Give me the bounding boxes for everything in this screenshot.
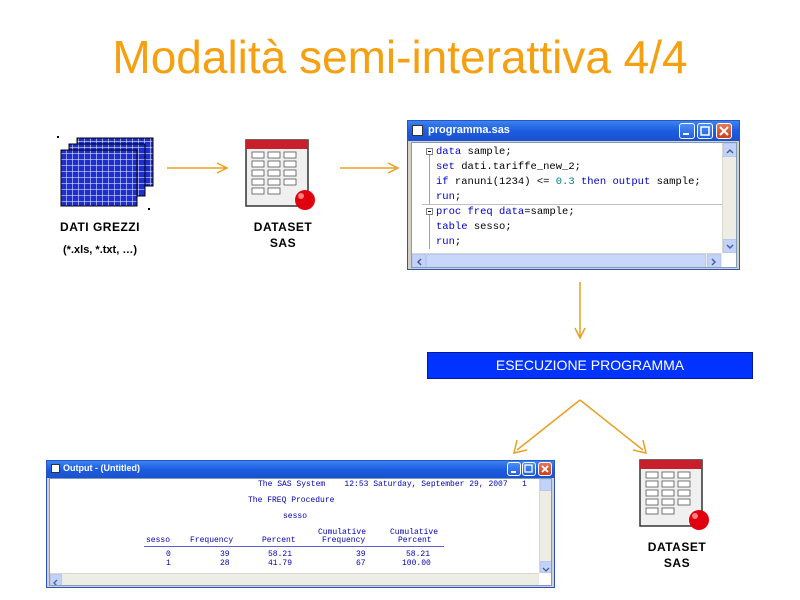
minimize-icon: [511, 471, 516, 473]
code-line-4: run;: [436, 191, 462, 203]
output-scroll-up-button[interactable]: [540, 479, 551, 491]
row-0-sesso: 0: [166, 550, 171, 559]
close-icon: [541, 465, 549, 473]
execution-banner: ESECUZIONE PROGRAMMA: [427, 352, 753, 379]
col-cumpct-line2: Percent: [398, 536, 432, 545]
output-dataset-label-line1: DATASET: [647, 540, 707, 554]
maximize-icon: [524, 464, 533, 473]
col-percent: Percent: [262, 536, 296, 545]
row-0-frequency: 39: [220, 550, 230, 559]
output-variable: sesso: [283, 512, 308, 521]
close-button[interactable]: [716, 123, 732, 139]
code-line-3: if ranuni(1234) <= 0.3 then output sampl…: [436, 176, 701, 188]
chevron-left-icon: [416, 258, 422, 266]
code-line-5: proc freq data=sample;: [436, 206, 575, 218]
fold-toggle-proc-step[interactable]: [426, 208, 433, 215]
row-1-frequency: 28: [220, 559, 230, 568]
output-maximize-button[interactable]: [522, 462, 536, 476]
arrow-program-to-execution: [574, 282, 586, 340]
fold-toggle-data-step[interactable]: [426, 148, 433, 155]
arrows-execution-to-outputs: [512, 399, 648, 455]
chevron-left-icon: [53, 579, 58, 585]
raw-data-label: DATI GREZZI: [60, 220, 140, 234]
output-scroll-left-button[interactable]: [50, 574, 62, 585]
editor-horizontal-scrollbar[interactable]: [412, 253, 722, 267]
row-0-percent: 58.21: [268, 550, 293, 559]
minimize-icon: [683, 133, 689, 135]
scroll-left-button[interactable]: [412, 254, 426, 267]
output-dataset-label-line2: SAS: [663, 556, 691, 570]
arrow-dataset-to-program: [340, 162, 400, 174]
output-app-icon: [51, 464, 60, 473]
editor-titlebar[interactable]: programma.sas: [408, 121, 739, 141]
output-horizontal-scrollbar[interactable]: [50, 573, 539, 585]
output-window: Output - (Untitled) The SAS System 12:53…: [46, 460, 555, 588]
sas-dataset-output-icon: [639, 459, 709, 530]
minimize-button[interactable]: [679, 123, 695, 139]
col-sesso: sesso: [146, 536, 171, 545]
chevron-up-icon: [726, 148, 734, 154]
output-procedure: The FREQ Procedure: [248, 496, 335, 505]
row-1-cumpct: 100.00: [402, 559, 431, 568]
output-text-area[interactable]: The SAS System 12:53 Saturday, September…: [49, 478, 552, 586]
scroll-thumb[interactable]: [426, 254, 706, 267]
output-vertical-scrollbar[interactable]: [539, 479, 551, 573]
scroll-up-button[interactable]: [723, 143, 736, 157]
output-scroll-down-button[interactable]: [540, 561, 551, 573]
output-header: The SAS System 12:53 Saturday, September…: [258, 480, 527, 489]
dataset-label-line1: DATASET: [253, 220, 313, 234]
row-0-cumfreq: 39: [356, 550, 366, 559]
row-1-sesso: 1: [166, 559, 171, 568]
editor-title: programma.sas: [428, 124, 510, 136]
output-titlebar[interactable]: Output - (Untitled): [47, 461, 554, 478]
col-frequency: Frequency: [190, 536, 234, 545]
sas-dataset-icon: [245, 139, 315, 210]
code-editor[interactable]: data sample; set dati.tariffe_new_2; if …: [411, 142, 737, 268]
raw-data-formats: (*.xls, *.txt, …): [63, 244, 137, 256]
output-close-button[interactable]: [538, 462, 552, 476]
code-line-6: table sesso;: [436, 221, 512, 233]
output-title: Output - (Untitled): [63, 463, 140, 473]
program-editor-window: programma.sas data sample; set dati.tari…: [407, 120, 740, 270]
col-cumfreq-line1: Cumulative: [318, 528, 367, 537]
code-line-1: data sample;: [436, 146, 512, 158]
maximize-button[interactable]: [697, 123, 713, 139]
close-icon: [719, 126, 729, 136]
row-1-percent: 41.79: [268, 559, 293, 568]
chevron-down-icon: [542, 567, 550, 572]
scroll-right-button[interactable]: [707, 254, 721, 267]
col-cumfreq-line2: Frequency: [322, 536, 366, 545]
scroll-down-button[interactable]: [723, 239, 736, 253]
arrow-raw-to-dataset: [167, 162, 229, 174]
dataset-label-line2: SAS: [269, 236, 297, 250]
maximize-icon: [700, 126, 710, 136]
sas-app-icon: [412, 125, 423, 136]
row-1-cumfreq: 67: [356, 559, 366, 568]
slide-title: Modalità semi-interattiva 4/4: [112, 31, 688, 83]
editor-vertical-scrollbar[interactable]: [722, 143, 736, 253]
spreadsheet-stack-icon: [57, 136, 154, 210]
output-minimize-button[interactable]: [507, 462, 521, 476]
col-cumpct-line1: Cumulative: [390, 528, 439, 537]
code-line-7: run;: [436, 236, 462, 248]
chevron-down-icon: [726, 244, 734, 250]
chevron-right-icon: [711, 258, 717, 266]
code-line-2: set dati.tariffe_new_2;: [436, 161, 581, 173]
row-0-cumpct: 58.21: [406, 550, 431, 559]
